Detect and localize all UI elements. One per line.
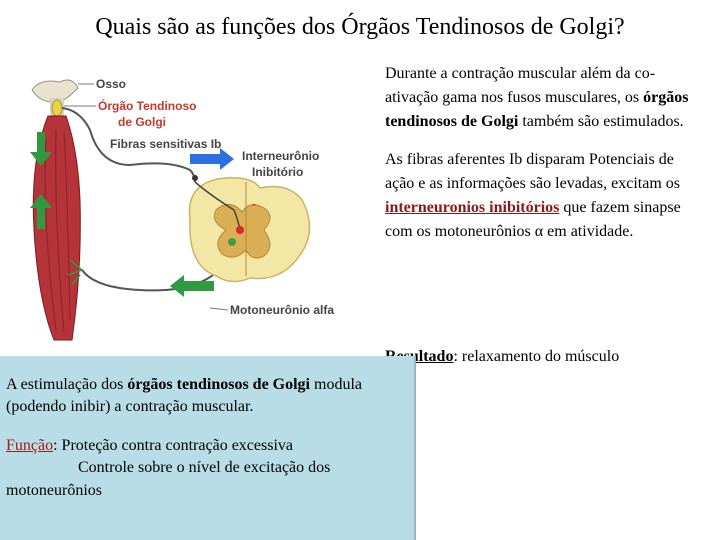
page-title: Quais são as funções dos Órgãos Tendinos… [95,14,625,40]
label-orgao-1: Órgão Tendinoso [98,98,196,113]
down-arrow-icon [30,132,52,166]
paragraph-1: Durante a contração muscular além da co-… [385,65,689,130]
interneuron-fiber [194,181,241,231]
golgi-diagram: - Osso Órgão Tendinoso de Golgi Fibras s… [30,77,334,341]
keyword-golgi: órgãos tendinosos de Golgi [385,89,689,130]
box-keyword-golgi: órgãos tendinosos de Golgi [127,376,310,393]
left-arrow-icon [170,275,214,297]
sensory-fiber-ib [61,107,196,183]
keyword-interneuronios: interneuronios inibitórios [385,199,560,216]
box-paragraph-2: Função: Proteção contra contração excess… [6,436,331,499]
golgi-organ-shape [51,99,63,117]
box-paragraph-1: A estimulação dos órgãos tendinosos de G… [6,376,362,416]
label-inter-2: Inibitório [252,165,303,179]
funcao-label: Função [6,436,54,454]
interneuron-cell [236,226,244,234]
alpha-symbol: α [534,223,544,240]
up-arrow-icon [30,194,52,229]
bone-shape [31,79,79,103]
result-line: Resultado: relaxamento do músculo [385,348,620,365]
minus-label: - [252,197,256,211]
label-fibras: Fibras sensitivas Ib [110,137,221,151]
right-text-block: Durante a contração muscular além da co-… [385,62,705,258]
label-moto: Motoneurônio alfa [230,303,334,317]
motor-neuron-cell [228,238,236,246]
label-osso: Osso [96,77,126,91]
label-orgao-2: de Golgi [118,115,166,129]
right-arrow-icon [190,148,234,170]
summary-box: A estimulação dos órgãos tendinosos de G… [0,356,416,540]
paragraph-2: As fibras aferentes Ib disparam Potencia… [385,151,681,240]
label-inter-1: Interneurônio [242,149,319,163]
